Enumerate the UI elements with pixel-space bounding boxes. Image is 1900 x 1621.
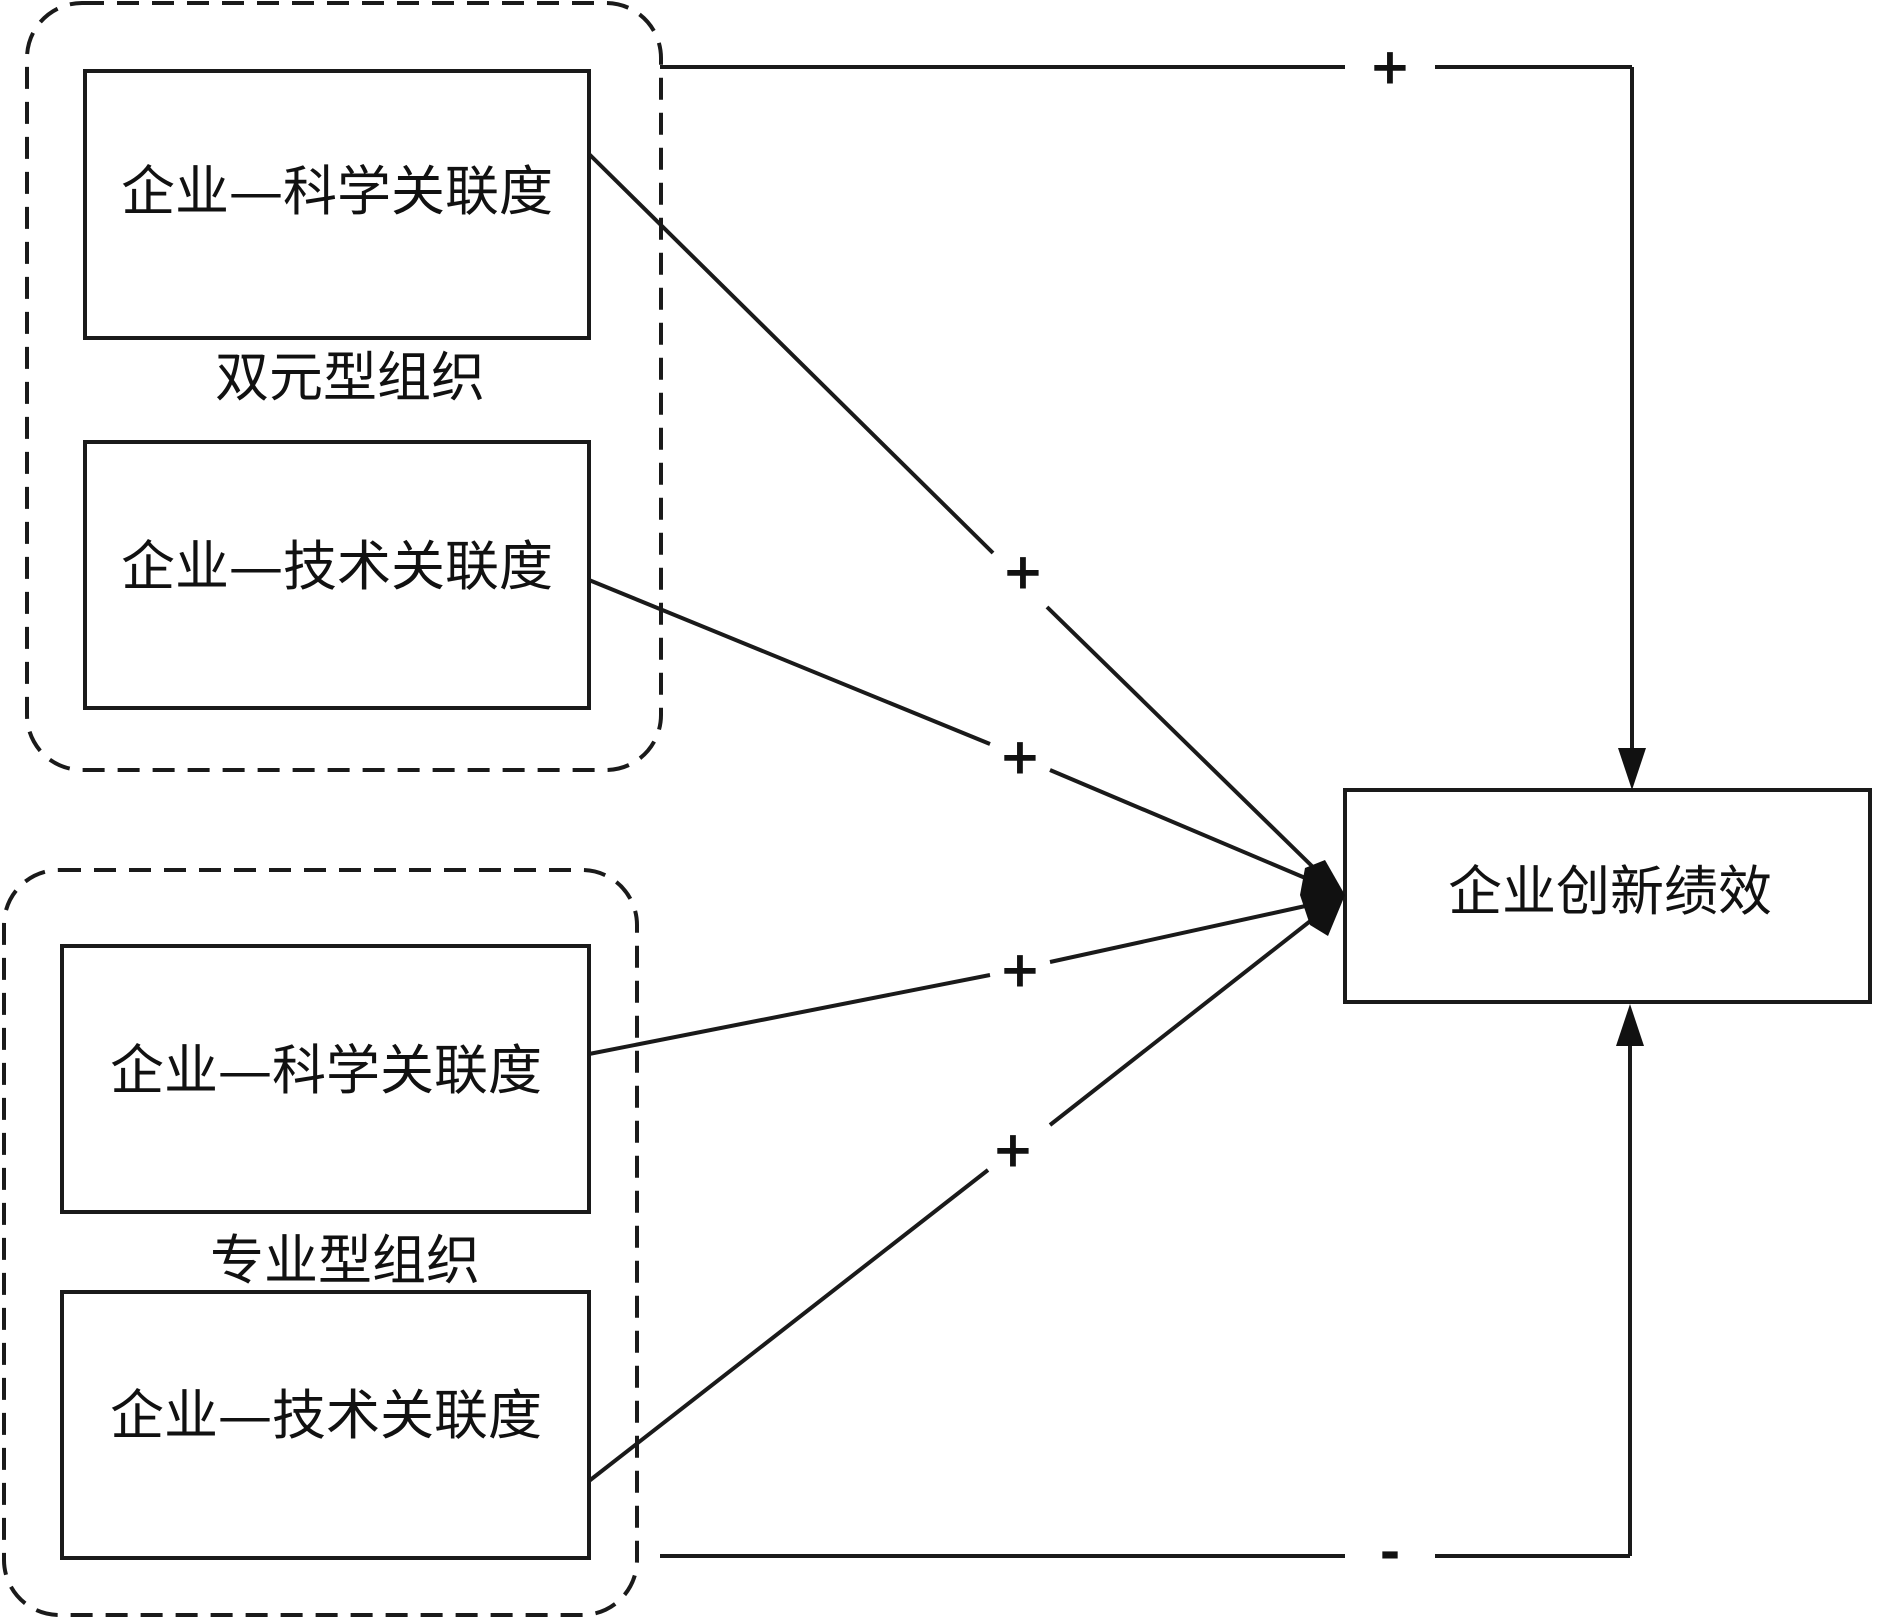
specialized-science-label: 企业—科学关联度 <box>110 1039 542 1102</box>
dual-tech-box <box>83 440 591 710</box>
dual-tech-sign: + <box>999 728 1041 786</box>
dual-tech-edge <box>588 578 1311 882</box>
arrowhead-down-icon <box>1618 748 1646 790</box>
innovation-performance-label: 企业创新绩效 <box>1448 860 1772 923</box>
arrowhead-up-icon <box>1616 1004 1644 1046</box>
specialized-group-sign: - <box>1380 1524 1401 1582</box>
dual-science-label: 企业—科学关联度 <box>121 160 553 223</box>
specialized-tech-edge <box>587 913 1320 1483</box>
converging-arrowhead-icon <box>1300 860 1345 936</box>
specialized-science-edge <box>588 903 1311 1056</box>
dual-science-box <box>83 69 591 340</box>
innovation-performance-box <box>1343 788 1872 1004</box>
dual-group-label: 双元型组织 <box>215 346 485 409</box>
specialized-tech-box <box>60 1290 591 1560</box>
specialized-group-label: 专业型组织 <box>210 1229 480 1292</box>
specialized-group-edge <box>660 1004 1644 1558</box>
dual-tech-label: 企业—技术关联度 <box>121 535 553 598</box>
specialized-tech-label: 企业—技术关联度 <box>110 1384 542 1447</box>
specialized-tech-sign: + <box>992 1121 1034 1179</box>
dual-science-edge <box>587 152 1320 874</box>
dual-science-sign: + <box>1002 543 1044 601</box>
dual-group-edge <box>660 65 1646 790</box>
specialized-organization-group <box>2 868 639 1617</box>
dual-group-sign: + <box>1369 38 1411 96</box>
dual-organization-group <box>25 1 663 772</box>
specialized-science-sign: + <box>999 941 1041 999</box>
specialized-science-box <box>60 944 591 1214</box>
